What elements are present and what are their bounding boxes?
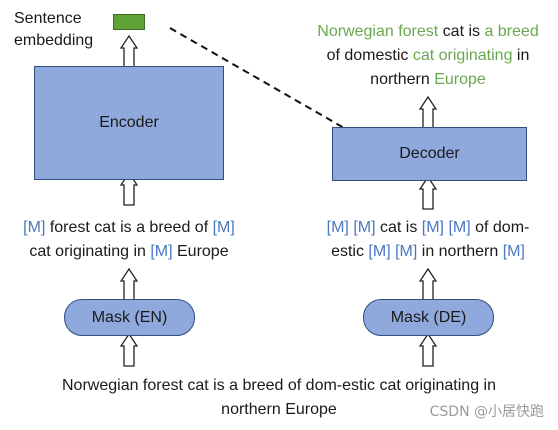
text-span: of dom- bbox=[470, 219, 530, 236]
output-line-3: northern Europe bbox=[300, 68, 556, 92]
german-masked-text: [M] [M] cat is [M] [M] of dom- estic [M]… bbox=[298, 216, 558, 264]
arrow-up-icon bbox=[120, 35, 138, 69]
text-span: forest cat is a breed of bbox=[45, 219, 213, 236]
mask-token: [M] bbox=[502, 243, 525, 260]
output-line-1: Norwegian forest cat is a breed bbox=[300, 20, 556, 44]
mask-token: [M] bbox=[212, 219, 235, 236]
encoder-box: Encoder bbox=[34, 66, 224, 180]
sentence-embedding-label-line1: Sentence bbox=[14, 10, 82, 27]
mask-de-box: Mask (DE) bbox=[363, 299, 494, 336]
mask-de-label: Mask (DE) bbox=[390, 308, 467, 326]
text-span: Europe bbox=[172, 243, 229, 260]
predicted-span: cat originating bbox=[412, 47, 513, 64]
mask-en-label: Mask (EN) bbox=[91, 308, 168, 326]
mask-en-box: Mask (EN) bbox=[64, 299, 195, 336]
text-span: cat is bbox=[438, 23, 485, 40]
text-span: of domestic bbox=[326, 47, 413, 64]
embedding-to-decoder-dashed-arrow bbox=[169, 27, 374, 145]
text-span: in northern bbox=[417, 243, 503, 260]
arrow-up-icon bbox=[419, 268, 437, 302]
arrow-up-icon bbox=[419, 333, 437, 367]
mask-token: [M] bbox=[395, 243, 418, 260]
text-span: northern bbox=[370, 71, 435, 88]
watermark: CSDN @小居快跑 bbox=[429, 404, 544, 420]
mask-token: [M] bbox=[326, 219, 349, 236]
english-masked-line-2: cat originating in [M] Europe bbox=[0, 240, 258, 264]
predicted-span: a breed bbox=[484, 23, 539, 40]
predicted-span: Europe bbox=[434, 71, 486, 88]
input-sentence-line-2: northern Europe bbox=[221, 401, 337, 418]
sentence-embedding-rect bbox=[113, 14, 145, 30]
output-line-2: of domestic cat originating in bbox=[300, 44, 556, 68]
english-masked-line-1: [M] forest cat is a breed of [M] bbox=[0, 216, 258, 240]
input-sentence-line-1: Norwegian forest cat is a breed of dom-e… bbox=[62, 377, 496, 394]
text-span: in bbox=[512, 47, 530, 64]
mask-token: [M] bbox=[368, 243, 391, 260]
decoder-box: Decoder bbox=[332, 127, 527, 181]
arrow-up-icon bbox=[419, 176, 437, 210]
mask-token: [M] bbox=[150, 243, 173, 260]
text-span: cat originating in bbox=[29, 243, 151, 260]
sentence-embedding-label: Sentence embedding bbox=[14, 8, 93, 52]
mask-token: [M] bbox=[23, 219, 46, 236]
german-masked-line-1: [M] [M] cat is [M] [M] of dom- bbox=[298, 216, 558, 240]
mask-token: [M] bbox=[353, 219, 376, 236]
german-masked-line-2: estic [M] [M] in northern [M] bbox=[298, 240, 558, 264]
input-sentence: Norwegian forest cat is a breed of dom-e… bbox=[0, 374, 558, 422]
mask-token: [M] bbox=[448, 219, 471, 236]
text-span: cat is bbox=[375, 219, 422, 236]
english-masked-text: [M] forest cat is a breed of [M] cat ori… bbox=[0, 216, 258, 264]
arrow-up-icon bbox=[120, 268, 138, 302]
decoder-label: Decoder bbox=[399, 145, 460, 162]
arrow-up-icon bbox=[120, 333, 138, 367]
encoder-label: Encoder bbox=[99, 114, 159, 131]
sentence-embedding-label-line2: embedding bbox=[14, 32, 94, 49]
predicted-span: Norwegian forest bbox=[317, 23, 439, 40]
arrow-up-icon bbox=[419, 96, 437, 130]
text-span: estic bbox=[331, 243, 369, 260]
decoder-output-text: Norwegian forest cat is a breed of domes… bbox=[300, 20, 556, 92]
mask-token: [M] bbox=[421, 219, 444, 236]
